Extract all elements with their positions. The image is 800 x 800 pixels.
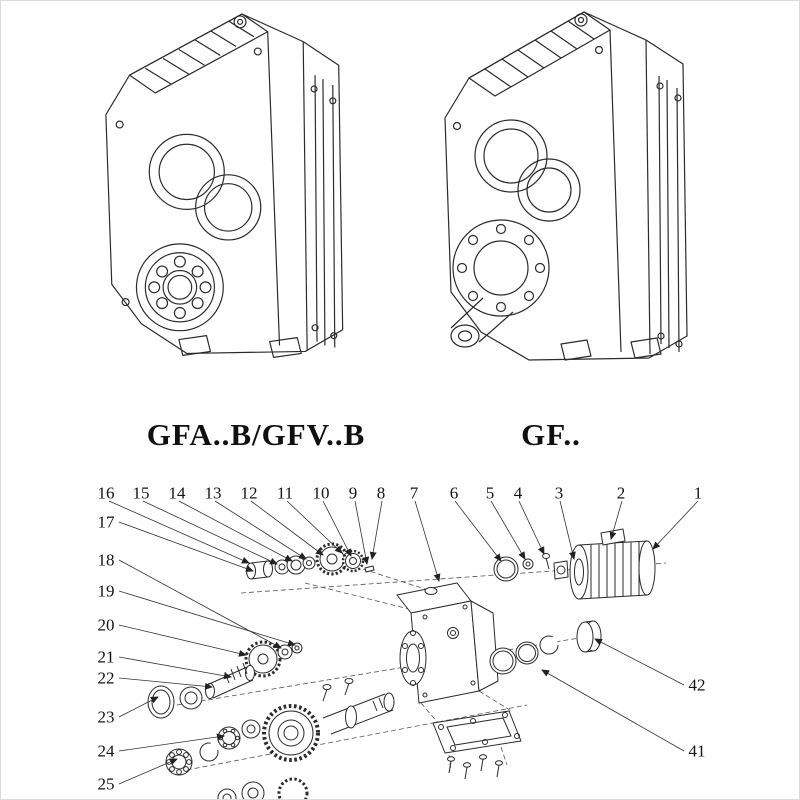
part-callout-17: 17 [97,512,115,532]
part-callout-1: 1 [693,483,703,503]
motor [553,528,656,600]
part-callout-22: 22 [97,668,115,688]
part-callout-5: 5 [485,483,495,503]
part-callout-6: 6 [449,483,459,503]
model-label-gf: GF.. [521,417,581,452]
part-callout-2: 2 [616,483,626,503]
gear-housing [396,582,499,704]
part-callout-15: 15 [132,483,150,503]
mounting-gasket-and-bolts [432,710,522,780]
part-callout-10: 10 [312,483,330,503]
part-callout-23: 23 [97,707,115,727]
part-callout-25: 25 [97,774,115,794]
part-callout-12: 12 [240,483,258,503]
seal-and-plug-parts [493,553,550,582]
intermediate-gear-shaft [147,640,303,719]
part-callout-13: 13 [204,483,222,503]
part-callout-18: 18 [97,550,115,570]
output-bearing-rings [489,620,602,675]
exploded-parts-drawing [108,500,699,799]
part-callout-4: 4 [513,483,523,503]
part-callout-42: 42 [688,675,706,695]
part-callout-24: 24 [97,741,115,761]
part-callout-20: 20 [97,615,115,635]
part-callout-16: 16 [97,483,115,503]
part-callout-7: 7 [409,483,419,503]
gearbox-iso-drawing-gfab [105,13,344,358]
part-callout-3: 3 [554,483,564,503]
input-shaft-parts [246,542,375,580]
model-label-gfab-gfvb: GFA..B/GFV..B [146,417,366,452]
leader-lines [108,500,699,785]
gearbox-iso-drawing-gf [444,11,688,361]
part-callout-21: 21 [97,647,115,667]
part-callout-9: 9 [348,483,358,503]
part-callout-11: 11 [276,483,294,503]
part-callout-8: 8 [376,483,386,503]
part-callout-41: 41 [688,741,706,761]
part-callout-19: 19 [97,581,115,601]
part-callout-14: 14 [168,483,186,503]
